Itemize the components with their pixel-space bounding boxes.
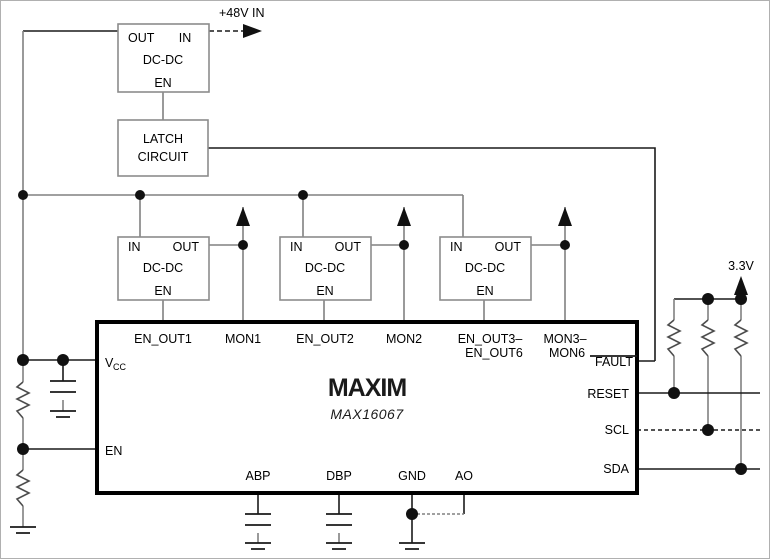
dcdc1-body: DC-DC — [143, 261, 183, 275]
resistor-pullup-sda — [733, 319, 749, 357]
junction-en-divider — [17, 443, 29, 455]
junction-bus-dcdc1 — [135, 190, 145, 200]
pin-label-mon2: MON2 — [386, 332, 422, 346]
resistor-vcc-upper — [15, 381, 31, 419]
capacitors — [50, 380, 352, 526]
junction-mon3 — [560, 240, 570, 250]
part-number: MAX16067 — [330, 406, 404, 422]
dcdc2-pin-in: IN — [290, 240, 303, 254]
capacitor-vcc — [50, 380, 76, 393]
dcdc1-pin-in: IN — [128, 240, 141, 254]
junction-gnd-ao — [406, 508, 418, 520]
ic-left-pin-labels: V CC EN — [105, 356, 126, 458]
ic-right-pin-labels: RESET SCL SDA — [587, 387, 629, 476]
pin-label-fault: FAULT — [595, 355, 633, 369]
dcdc2-pin-out: OUT — [335, 240, 362, 254]
dcdc3-pin-in: IN — [450, 240, 463, 254]
resistor-pullup-scl — [700, 319, 716, 357]
dcdc-top-pin-en: EN — [154, 76, 171, 90]
junction-sda — [735, 463, 747, 475]
pin-label-ao: AO — [455, 469, 473, 483]
pin-label-reset: RESET — [587, 387, 629, 401]
block-dcdc-2[interactable]: IN OUT DC-DC EN — [279, 236, 372, 301]
arrow-mon3 — [558, 207, 572, 226]
arrow-mon2 — [397, 207, 411, 226]
pin-label-vcc: V — [105, 356, 114, 370]
block-latch-circuit[interactable]: LATCH CIRCUIT — [117, 119, 209, 177]
junction-reset — [668, 387, 680, 399]
dcdc1-pin-out: OUT — [173, 240, 200, 254]
label-48v-in: +48V IN — [219, 6, 265, 20]
ground-abp — [245, 542, 271, 550]
dcdc-top-pin-out: OUT — [128, 31, 155, 45]
pin-label-mon3-6-a: MON3– — [543, 332, 586, 346]
pin-label-scl: SCL — [605, 423, 629, 437]
dcdc3-pin-en: EN — [476, 284, 493, 298]
net-arrows — [236, 24, 748, 295]
pin-label-mon3-6-b: MON6 — [549, 346, 585, 360]
pin-label-en: EN — [105, 444, 122, 458]
resistor-en-lower — [15, 469, 31, 507]
pin-label-abp: ABP — [245, 469, 270, 483]
junction-dots — [17, 190, 747, 520]
junction-vcc-cap — [57, 354, 69, 366]
dcdc-top-pin-in: IN — [179, 31, 192, 45]
pin-label-sda: SDA — [603, 462, 629, 476]
dcdc-top-body: DC-DC — [143, 53, 183, 67]
arrow-mon1 — [236, 207, 250, 226]
ground-gnd-pin — [399, 542, 425, 550]
dcdc3-pin-out: OUT — [495, 240, 522, 254]
dcdc1-pin-en: EN — [154, 284, 171, 298]
ic-top-pin-labels: EN_OUT1 MON1 EN_OUT2 MON2 EN_OUT3– EN_OU… — [134, 332, 637, 369]
ic-max16067[interactable]: MAXIM MAX16067 — [95, 320, 639, 495]
ground-symbols — [10, 410, 425, 550]
pin-label-en-out2: EN_OUT2 — [296, 332, 354, 346]
arrow-3v3 — [734, 276, 748, 295]
pin-label-en-out1: EN_OUT1 — [134, 332, 192, 346]
pin-label-dbp: DBP — [326, 469, 352, 483]
resistors — [15, 319, 749, 507]
ground-en-divider — [10, 526, 36, 534]
pin-label-en-out3-6-b: EN_OUT6 — [465, 346, 523, 360]
block-dcdc-3[interactable]: IN OUT DC-DC EN — [439, 236, 532, 301]
capacitor-abp — [245, 513, 271, 526]
pin-label-mon1: MON1 — [225, 332, 261, 346]
resistor-pullup-reset — [666, 319, 682, 357]
junction-3v3-scl — [702, 293, 714, 305]
junction-scl — [702, 424, 714, 436]
latch-line-1: LATCH — [143, 132, 183, 146]
label-3v3-rail: 3.3V — [728, 259, 754, 273]
junction-bus-dcdc2 — [298, 190, 308, 200]
maxim-logo: MAXIM — [328, 374, 407, 402]
dcdc3-body: DC-DC — [465, 261, 505, 275]
latch-line-2: CIRCUIT — [138, 150, 189, 164]
pin-label-gnd: GND — [398, 469, 426, 483]
pin-label-vcc-sub: CC — [113, 362, 126, 372]
junction-mon2 — [399, 240, 409, 250]
ground-vcc-cap — [50, 410, 76, 418]
pin-label-en-out3-6-a: EN_OUT3– — [458, 332, 523, 346]
capacitor-dbp — [326, 513, 352, 526]
ic-bottom-pin-labels: ABP DBP GND AO — [245, 469, 473, 483]
block-dcdc-top[interactable]: OUT IN DC-DC EN — [117, 23, 210, 93]
arrow-48v-in — [243, 24, 262, 38]
block-dcdc-1[interactable]: IN OUT DC-DC EN — [117, 236, 210, 301]
junction-vcc-divider — [17, 354, 29, 366]
junction-3v3-sda — [735, 293, 747, 305]
dcdc2-pin-en: EN — [316, 284, 333, 298]
junction-mon1 — [238, 240, 248, 250]
ground-dbp — [326, 542, 352, 550]
junction-bus-left — [18, 190, 28, 200]
dcdc2-body: DC-DC — [305, 261, 345, 275]
